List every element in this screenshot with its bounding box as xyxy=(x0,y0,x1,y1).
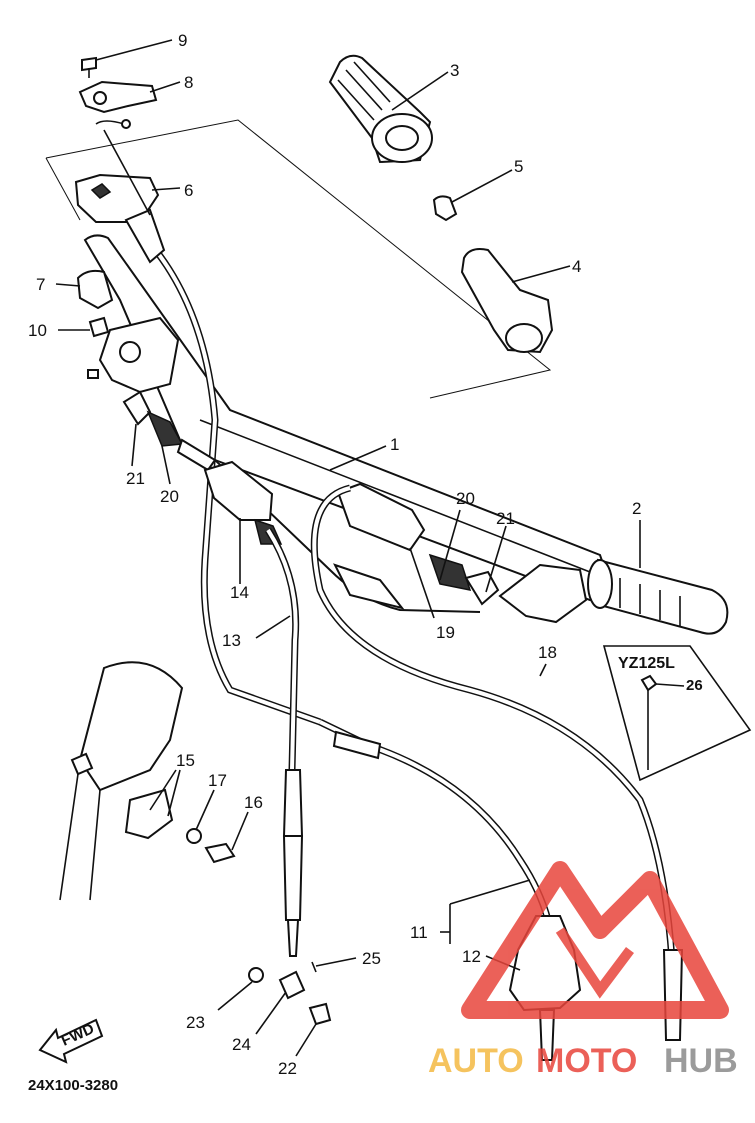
part-number-4: 4 xyxy=(572,257,581,276)
explode-guide-lines xyxy=(45,119,552,399)
part-number-20-left: 20 xyxy=(160,487,179,506)
watermark-text-moto: MOTO xyxy=(536,1042,637,1080)
part-number-22: 22 xyxy=(278,1059,297,1078)
part-number-3: 3 xyxy=(450,61,459,80)
part-number-24: 24 xyxy=(232,1035,251,1054)
part-number-6: 6 xyxy=(184,181,193,200)
throttle-grip-3 xyxy=(328,54,433,164)
part-labels: 9 8 3 6 5 4 7 10 1 2 21 20 20 21 14 13 1… xyxy=(28,31,641,1078)
clutch-cable xyxy=(265,528,304,957)
throttle-tube-4 xyxy=(432,195,554,354)
drawing-code: 24X100-3280 xyxy=(28,1077,118,1094)
watermark-logo: AUTO MOTO HUB xyxy=(428,861,738,1080)
left-lever-holder xyxy=(122,390,217,472)
part-number-13: 13 xyxy=(222,631,241,650)
part-number-16: 16 xyxy=(244,793,263,812)
part-number-15: 15 xyxy=(176,751,195,770)
part-number-5: 5 xyxy=(514,157,523,176)
throttle-cable xyxy=(103,129,322,726)
variant-inset-yz125l: YZ125L 26 xyxy=(602,645,752,782)
fwd-arrow: FWD xyxy=(38,1018,104,1064)
throttle-housing xyxy=(74,173,180,394)
part-number-9: 9 xyxy=(178,31,187,50)
part-number-17: 17 xyxy=(208,771,227,790)
watermark-text-hub: HUB xyxy=(664,1042,738,1080)
part-number-11: 11 xyxy=(410,923,428,942)
part-number-21-left: 21 xyxy=(126,469,145,488)
part-number-10: 10 xyxy=(28,321,47,340)
leader-lines xyxy=(55,39,641,1057)
part-number-21-right: 21 xyxy=(496,509,515,528)
part-number-18: 18 xyxy=(538,643,557,662)
part-number-20-right: 20 xyxy=(456,489,475,508)
intake-boot xyxy=(59,661,184,901)
small-parts-22-25 xyxy=(248,961,332,1026)
cable-11 xyxy=(318,718,552,921)
small-parts-15-17 xyxy=(124,788,236,864)
part-number-23: 23 xyxy=(186,1013,205,1032)
part-number-12: 12 xyxy=(462,947,481,966)
part-number-26: 26 xyxy=(686,677,703,694)
part-number-1: 1 xyxy=(390,435,399,454)
part-number-8: 8 xyxy=(184,73,193,92)
part-number-7: 7 xyxy=(36,275,45,294)
variant-label: YZ125L xyxy=(618,655,675,672)
part-number-25: 25 xyxy=(362,949,381,968)
grip-2 xyxy=(498,558,729,635)
part-number-2: 2 xyxy=(632,499,641,518)
part-number-19: 19 xyxy=(436,623,455,642)
clamp-and-screw xyxy=(78,56,158,129)
watermark-text-auto: AUTO xyxy=(428,1042,524,1080)
part-number-14: 14 xyxy=(230,583,249,602)
